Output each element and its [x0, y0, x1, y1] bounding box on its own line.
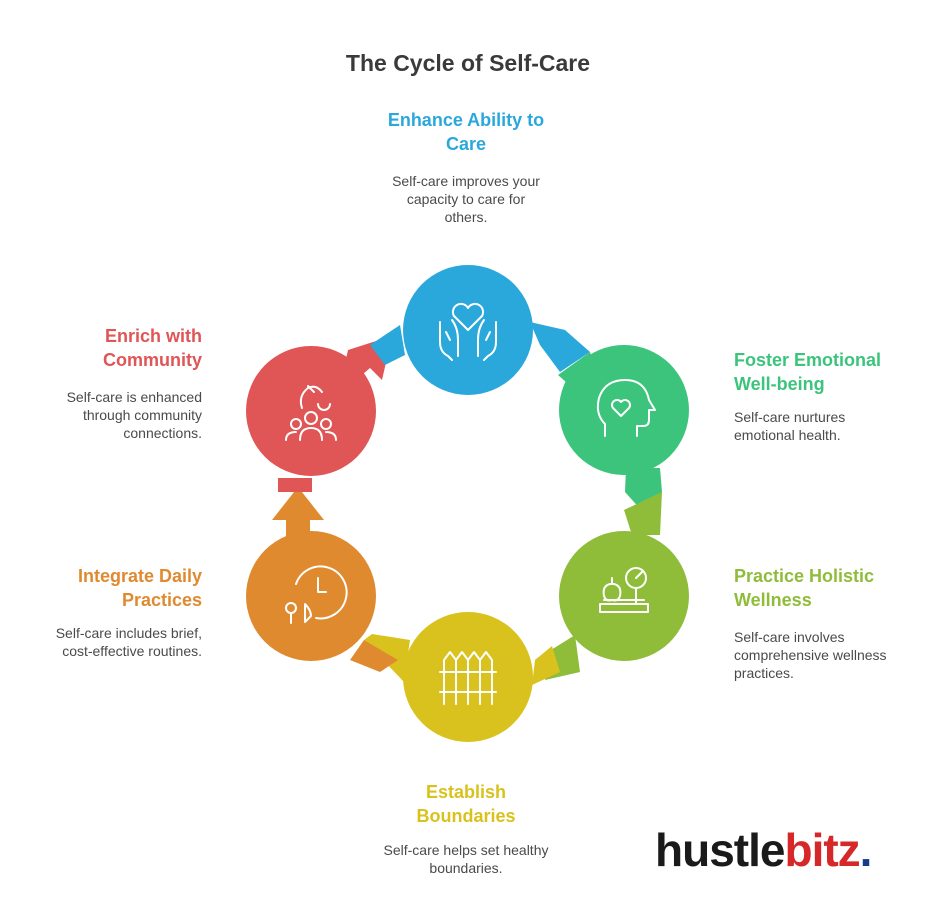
brand-part-2: bitz — [784, 824, 860, 876]
step-1-description: Self-care improves your capacity to care… — [392, 173, 540, 225]
arrow-5 — [272, 487, 324, 538]
arrow-4-tail — [350, 640, 398, 672]
community-icon — [285, 385, 337, 441]
step-3-label: Practice Holistic Wellness — [734, 566, 875, 610]
step-3-description: Self-care involves comprehensive wellnes… — [734, 629, 887, 681]
step-6-description: Self-care is enhanced through community … — [66, 389, 202, 441]
step-circle-2 — [559, 345, 689, 475]
step-6-label: Enrich with Community — [103, 326, 202, 370]
arrow-1 — [530, 322, 590, 372]
page-title: The Cycle of Self-Care — [345, 50, 591, 76]
step-circle-3 — [559, 531, 689, 661]
arrow-3 — [535, 635, 580, 680]
arrow-5-tail — [278, 478, 312, 492]
scale-apple-icon — [599, 567, 649, 613]
step-2-label: Foster Emotional Well-being — [734, 350, 882, 394]
brand-logo: hustlebitz. — [655, 822, 873, 878]
head-heart-icon — [596, 379, 656, 437]
step-2-description: Self-care nurtures emotional health. — [734, 409, 846, 443]
step-4-description: Self-care helps set healthy boundaries. — [383, 842, 549, 876]
brand-dot: . — [859, 824, 873, 876]
hands-heart-icon — [439, 302, 497, 361]
brand-part-1: hustle — [655, 824, 785, 876]
step-circle-5 — [246, 531, 376, 661]
arrow-6-tail — [370, 325, 405, 365]
step-4-label: Establish Boundaries — [416, 782, 516, 826]
arrow-2-tail — [624, 492, 662, 535]
step-1-label: Enhance Ability to Care — [387, 110, 545, 154]
step-5-label: Integrate Daily Practices — [77, 566, 202, 610]
fence-icon — [439, 651, 497, 705]
step-5-description: Self-care includes brief, cost-effective… — [55, 625, 202, 659]
clock-trees-icon — [285, 565, 348, 624]
arrow-3-tail — [532, 646, 560, 685]
